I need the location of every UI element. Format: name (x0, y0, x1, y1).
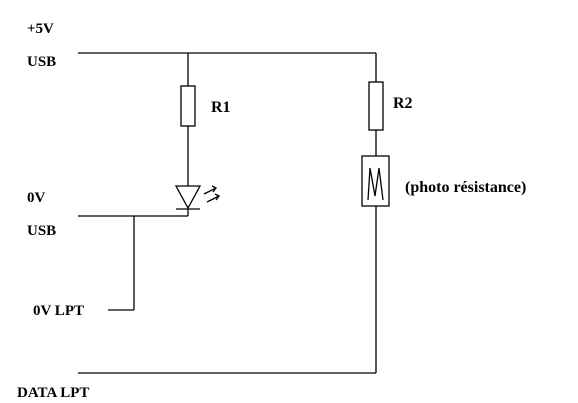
label-0v: 0V (27, 190, 46, 206)
label-plus-5v: +5V (27, 21, 54, 37)
led-emission-arrow-1 (203, 187, 217, 195)
label-r1: R1 (211, 99, 231, 116)
label-usb-bottom: USB (27, 223, 56, 239)
label-data-lpt: DATA LPT (17, 385, 89, 401)
led-symbol (174, 185, 220, 210)
label-usb-top: USB (27, 54, 56, 70)
led-emission-arrow-2 (206, 195, 220, 203)
resistor-r2 (368, 81, 384, 131)
label-photo-resistance: (photo résistance) (405, 179, 526, 196)
photoresistor (361, 155, 390, 207)
photoresistor-zigzag (367, 167, 384, 201)
resistor-r1 (180, 85, 196, 127)
label-r2: R2 (393, 95, 413, 112)
label-0v-lpt: 0V LPT (33, 303, 84, 319)
